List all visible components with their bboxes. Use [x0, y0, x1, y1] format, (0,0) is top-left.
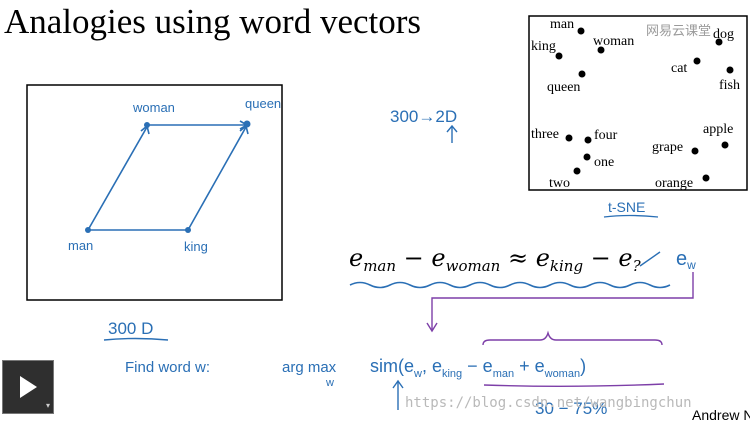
tsne-word-woman: woman — [593, 34, 634, 49]
play-icon — [20, 376, 37, 398]
tsne-word-three: three — [531, 127, 559, 142]
tsne-word-queen: queen — [547, 80, 580, 95]
purple-brace — [482, 330, 663, 346]
csdn-watermark: https://blog.csdn.net/wangbingchun — [405, 395, 692, 411]
ew-note: ew — [676, 248, 696, 272]
brand-watermark: 网易云课堂 — [646, 23, 712, 38]
corner-arrow-icon: ▾ — [45, 401, 50, 410]
argmax-note: arg max — [282, 359, 337, 376]
svg-text:eman − ewoman ≈ eking − e?: eman − ewoman ≈ eking − e? — [349, 244, 642, 275]
play-button[interactable]: ▾ — [2, 360, 54, 414]
label-woman: woman — [132, 100, 175, 115]
point-king — [185, 227, 191, 233]
tsne-word-king: king — [531, 39, 556, 54]
tsne-word-grape: grape — [652, 140, 683, 155]
find-word-note: Find word w: — [125, 359, 210, 376]
slide-title: Analogies using word vectors — [4, 2, 422, 41]
tsne-word-orange: orange — [655, 176, 693, 191]
equation-underline — [349, 281, 671, 289]
author-name: Andrew N — [692, 407, 750, 423]
point-man — [85, 227, 91, 233]
tsne-plot-frame — [528, 15, 748, 191]
arrow-man-woman — [87, 126, 148, 231]
parallelogram-frame — [26, 84, 283, 301]
label-queen: queen — [245, 96, 281, 111]
dim-300-note: 300 D — [108, 319, 153, 338]
point-woman — [144, 122, 150, 128]
tsne-word-dog: dog — [713, 27, 734, 42]
tsne-points — [555, 27, 734, 182]
label-king: king — [184, 239, 208, 254]
accuracy-note: 30 − 75% — [535, 399, 607, 418]
tsne-word-fish: fish — [719, 78, 740, 93]
tsne-word-apple: apple — [703, 122, 733, 137]
dim-reduce-note: 300→2D — [390, 107, 457, 126]
argmax-sub: w — [325, 377, 334, 389]
label-man: man — [68, 238, 93, 253]
tsne-word-four: four — [594, 128, 618, 143]
tsne-word-two: two — [549, 176, 570, 191]
sim-formula: sim(ew, eking − eman + ewoman) — [370, 356, 586, 380]
point-queen — [243, 120, 251, 128]
parallelogram-arrows — [87, 120, 249, 231]
tsne-note: t-SNE — [608, 199, 645, 215]
purple-bracket — [431, 272, 694, 330]
analogy-equation: eman − ewoman ≈ eking − e? — [349, 244, 642, 275]
tsne-word-cat: cat — [671, 61, 687, 76]
tsne-word-man: man — [550, 17, 574, 32]
arrow-king-queen — [187, 126, 247, 231]
tsne-word-one: one — [594, 155, 614, 170]
